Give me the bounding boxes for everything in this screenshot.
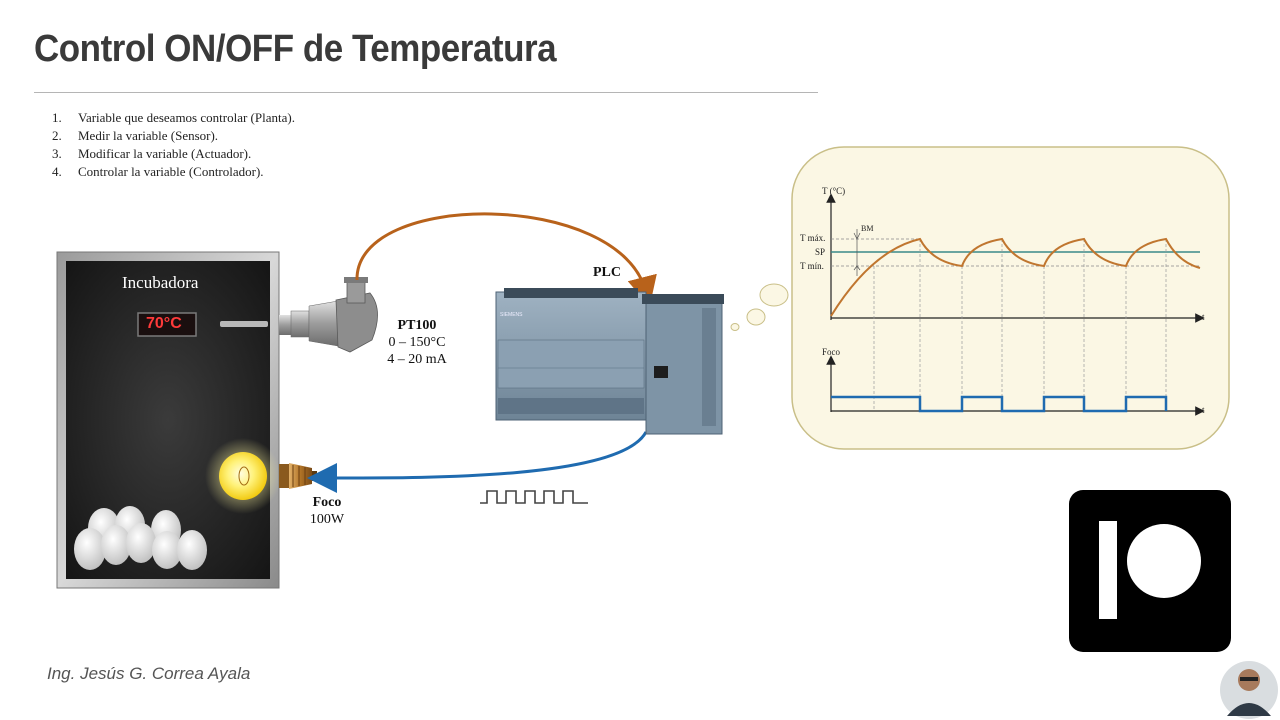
temperature-readout: 70°C — [146, 315, 182, 332]
time-axis-2-label: t — [1202, 405, 1205, 415]
lamp-pulse-signal — [831, 395, 1168, 413]
tmax-label: T máx. — [800, 233, 826, 243]
lamp-axis-label: Foco — [822, 347, 840, 357]
page-title: Control ON/OFF de Temperatura — [34, 28, 557, 70]
list-item: 1.Variable que deseamos controlar (Plant… — [52, 110, 295, 125]
list-item: 4.Controlar la variable (Controlador). — [52, 164, 264, 179]
temperature-curve — [830, 237, 1201, 317]
tmin-label: T mín. — [800, 261, 824, 271]
sp-label: SP — [815, 247, 826, 257]
sensor-range: 0 – 150°C — [388, 335, 446, 350]
temp-axis-label: T (°C) — [822, 186, 846, 196]
time-axis-label: t — [1202, 312, 1205, 322]
author-footer: Ing. Jesús G. Correa Ayala — [47, 664, 251, 683]
temperature-display — [137, 312, 197, 337]
sensor-probe — [220, 321, 268, 327]
actuator-power: 100W — [309, 512, 345, 527]
sensor-signal-wire — [355, 212, 657, 307]
title-divider — [34, 92, 818, 93]
light-bulb-icon — [219, 452, 267, 500]
plc-port — [654, 366, 668, 378]
sensor-label: PT100 0 – 150°C 4 – 20 mA — [372, 317, 462, 368]
incubator-label: Incubadora — [122, 273, 199, 292]
list-item: 3.Modificar la variable (Actuador). — [52, 146, 252, 161]
actuator-signal-wire — [307, 431, 648, 494]
list-item: 2.Medir la variable (Sensor). — [52, 128, 219, 143]
pulse-signal-icon — [480, 490, 588, 504]
plc-brand: SIEMENS — [500, 312, 523, 318]
actuator-label: Foco 100W — [296, 494, 358, 528]
incubator — [56, 251, 281, 589]
steps-list: 1.Variable que deseamos controlar (Plant… — [52, 109, 295, 181]
plc-device: SIEMENS — [495, 288, 724, 435]
eggs — [74, 506, 207, 570]
thought-bubbles — [730, 283, 789, 331]
bm-label: BM — [861, 224, 874, 233]
patreon-logo — [1069, 490, 1231, 652]
avatar — [1220, 661, 1278, 719]
actuator-name: Foco — [312, 495, 342, 510]
on-off-graph-panel — [791, 146, 1230, 450]
bulb-socket — [279, 463, 317, 489]
sensor-name: PT100 — [397, 318, 437, 333]
pt100-sensor — [279, 277, 378, 353]
sensor-signal: 4 – 20 mA — [387, 352, 447, 367]
plc-label: PLC — [593, 265, 621, 280]
